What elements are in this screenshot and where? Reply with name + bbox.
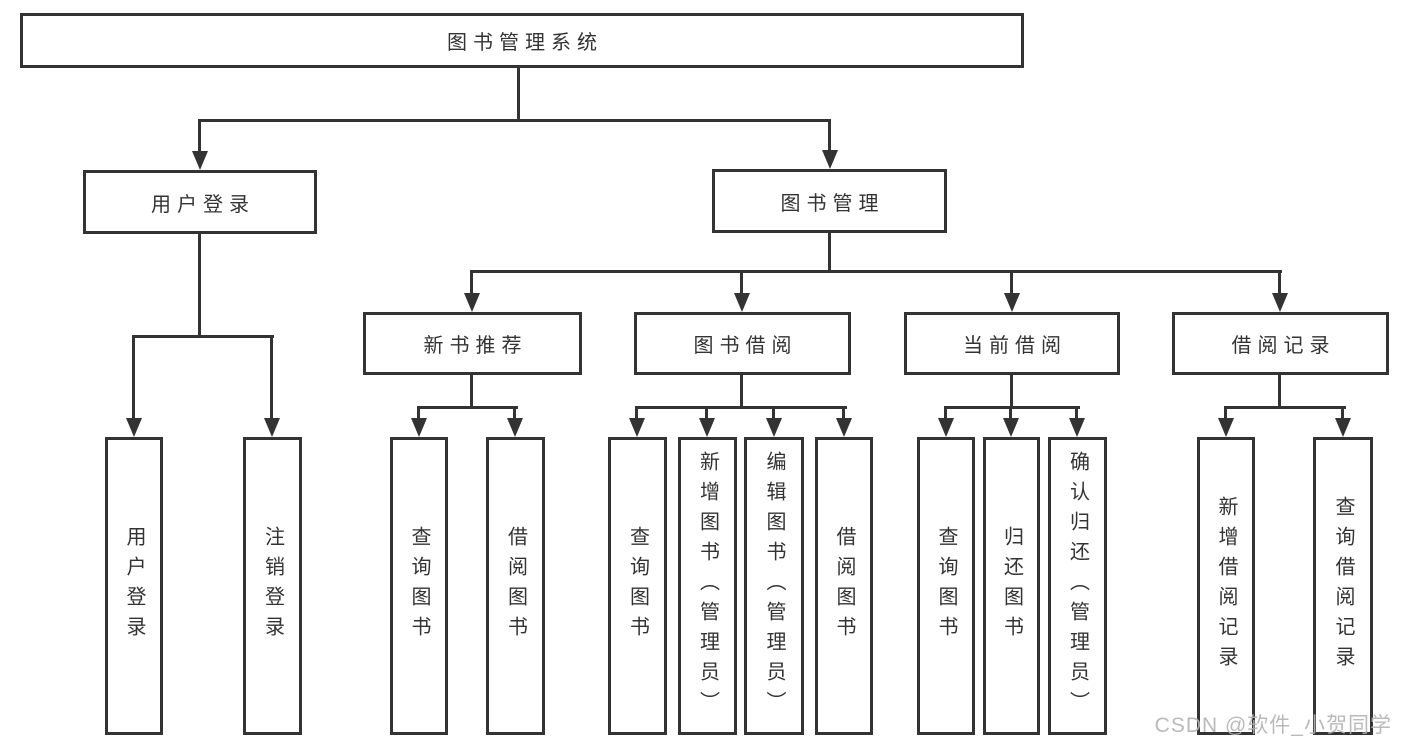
connector-stem xyxy=(828,233,831,270)
connector-stem xyxy=(517,68,520,119)
connector-stub xyxy=(842,406,845,424)
leaf-edit-book-admin: 编辑图书（管理员） xyxy=(744,437,804,735)
connector-stub xyxy=(1009,406,1012,424)
connector-stub xyxy=(828,119,831,155)
connector-stem xyxy=(198,234,201,335)
connector-stem xyxy=(740,375,743,406)
arrowhead-down xyxy=(1272,293,1288,312)
node-label: 用户登录 xyxy=(151,193,255,216)
arrowhead-down xyxy=(464,293,480,312)
leaf-label: 借阅图书 xyxy=(504,526,527,646)
connector-stub xyxy=(513,406,516,424)
connector-stem xyxy=(470,375,473,406)
arrowhead-down xyxy=(1069,418,1085,437)
connector-bar xyxy=(1224,406,1346,409)
leaf-query-books-borrowing: 查询图书 xyxy=(608,437,667,735)
leaf-label: 查询图书 xyxy=(935,526,957,646)
leaf-query-books-recommend: 查询图书 xyxy=(390,437,448,735)
node-borrowing-records: 借阅记录 xyxy=(1172,312,1389,375)
leaf-label: 借阅图书 xyxy=(833,526,855,646)
arrowhead-down xyxy=(699,418,715,437)
connector-bar xyxy=(132,335,274,338)
arrowhead-down xyxy=(126,418,142,437)
leaf-user-login: 用户登录 xyxy=(105,437,163,735)
connector-stub xyxy=(1075,406,1078,424)
arrowhead-down xyxy=(1335,418,1351,437)
connector-bar xyxy=(198,119,831,122)
connector-stem xyxy=(1278,375,1281,406)
node-label: 图书管理 xyxy=(780,192,885,215)
node-book-borrowing: 图书借阅 xyxy=(634,312,851,375)
node-new-book-recommend: 新书推荐 xyxy=(363,312,582,375)
leaf-label: 新增借阅记录 xyxy=(1215,496,1237,676)
connector-bar xyxy=(635,406,847,409)
leaf-label: 查询借阅记录 xyxy=(1332,496,1354,676)
leaf-logout: 注销登录 xyxy=(243,437,302,735)
connector-stub xyxy=(417,406,420,424)
arrowhead-down xyxy=(734,293,750,312)
connector-stem xyxy=(1010,375,1013,406)
leaf-label: 编辑图书（管理员） xyxy=(763,451,785,721)
arrowhead-down xyxy=(507,418,523,437)
leaf-confirm-return-admin: 确认归还（管理员） xyxy=(1048,437,1107,735)
arrowhead-down xyxy=(822,150,838,169)
connector-stub xyxy=(1278,270,1281,298)
connector-stub xyxy=(635,406,638,424)
node-system-root: 图书管理系统 xyxy=(20,13,1024,68)
connector-bar xyxy=(944,406,1080,409)
leaf-add-book-admin: 新增图书（管理员） xyxy=(678,437,737,735)
leaf-return-books: 归还图书 xyxy=(983,437,1040,735)
leaf-label: 查询图书 xyxy=(408,526,430,646)
leaf-label: 归还图书 xyxy=(1000,526,1023,646)
node-book-management: 图书管理 xyxy=(712,169,947,233)
leaf-query-books-current: 查询图书 xyxy=(917,437,975,735)
leaf-label: 查询图书 xyxy=(626,526,649,646)
node-label: 新书推荐 xyxy=(423,335,528,357)
leaf-borrow-books: 借阅图书 xyxy=(815,437,873,735)
node-label: 图书借阅 xyxy=(693,335,798,357)
node-label: 借阅记录 xyxy=(1231,335,1336,357)
connector-stub xyxy=(198,119,201,155)
connector-stub xyxy=(270,335,273,422)
connector-stub xyxy=(944,406,947,424)
connector-stub xyxy=(705,406,708,424)
connector-stub xyxy=(1010,270,1013,298)
node-current-borrowing: 当前借阅 xyxy=(904,312,1120,375)
leaf-borrow-books-recommend: 借阅图书 xyxy=(486,437,545,735)
arrowhead-down xyxy=(264,418,280,437)
connector-stub xyxy=(772,406,775,424)
leaf-add-borrow-record: 新增借阅记录 xyxy=(1197,437,1255,735)
arrowhead-down xyxy=(1003,418,1019,437)
arrowhead-down xyxy=(766,418,782,437)
connector-stub xyxy=(1341,406,1344,424)
connector-stub xyxy=(132,335,135,422)
leaf-label: 注销登录 xyxy=(261,526,284,646)
connector-bar xyxy=(470,270,1282,273)
arrowhead-down xyxy=(1218,418,1234,437)
leaf-label: 新增图书（管理员） xyxy=(696,451,719,721)
arrowhead-down xyxy=(836,418,852,437)
leaf-label: 用户登录 xyxy=(123,526,145,646)
connector-stub xyxy=(740,270,743,298)
arrowhead-down xyxy=(192,151,208,170)
connector-stub xyxy=(1224,406,1227,424)
csdn-watermark: CSDN @软件_小贺同学 xyxy=(1154,714,1392,737)
arrowhead-down xyxy=(1004,293,1020,312)
connector-bar xyxy=(417,406,518,409)
node-user-login: 用户登录 xyxy=(83,170,317,234)
leaf-query-borrow-record: 查询借阅记录 xyxy=(1313,437,1373,735)
leaf-label: 确认归还（管理员） xyxy=(1066,451,1089,721)
arrowhead-down xyxy=(938,418,954,437)
connector-stub xyxy=(470,270,473,298)
arrowhead-down xyxy=(411,418,427,437)
arrowhead-down xyxy=(629,418,645,437)
node-label: 当前借阅 xyxy=(963,335,1067,357)
node-label: 图书管理系统 xyxy=(447,32,603,54)
